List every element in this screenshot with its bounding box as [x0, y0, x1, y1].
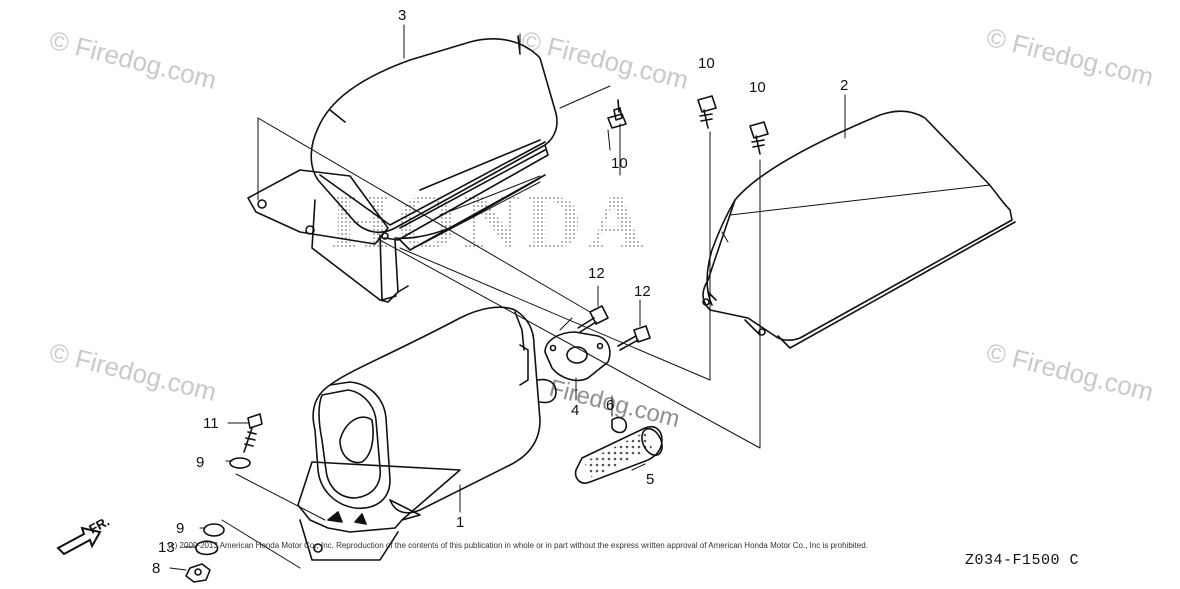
reference-lines [169, 24, 846, 571]
callout-10: 10 [698, 55, 715, 72]
nut-8 [185, 563, 211, 583]
callout-6: 6 [606, 397, 614, 414]
bolt-11 [243, 413, 263, 453]
callout-13: 13 [158, 539, 175, 556]
callout-9: 9 [176, 520, 184, 537]
washer-13 [195, 540, 219, 556]
watermark-text: © Firedog.com [984, 22, 1157, 92]
callout-2: 2 [840, 77, 848, 94]
callout-11: 11 [203, 415, 219, 432]
bolt-12-right [617, 325, 651, 351]
part-5-spark-arrester [574, 416, 663, 484]
washer-9-lower [203, 523, 225, 537]
callout-1: 1 [456, 514, 464, 531]
watermark-center-text: Firedog.com [547, 375, 683, 433]
callout-10: 10 [749, 79, 766, 96]
callout-3: 3 [398, 7, 406, 24]
bolt-10-middle [697, 95, 717, 129]
bolt-10-right [749, 121, 769, 155]
callout-12: 12 [588, 265, 605, 282]
callout-5: 5 [646, 471, 654, 488]
part-1-muffler [297, 306, 557, 561]
part-2-muffler-protector [702, 110, 1016, 349]
watermark-text: © Firedog.com [984, 337, 1157, 407]
callout-10: 10 [611, 155, 628, 172]
callout-4: 4 [571, 402, 579, 419]
callout-labels: 3 10 10 2 10 12 12 4 6 5 1 11 9 9 13 8 [152, 7, 848, 577]
part-4-gasket [544, 317, 611, 382]
front-direction-arrow: FR. [56, 514, 112, 556]
watermark-text: © Firedog.com [47, 25, 220, 95]
callout-8: 8 [152, 560, 160, 577]
honda-brand-mark: HONDA [330, 178, 650, 265]
washer-9-upper [229, 457, 251, 469]
copyright-notice: (c) 2009-2013 American Honda Motor Co., … [168, 541, 868, 550]
callout-12: 12 [634, 283, 651, 300]
watermark-text: © Firedog.com [47, 337, 220, 407]
diagram-code: Z034-F1500 C [965, 552, 1080, 569]
bolt-10-left [607, 99, 627, 129]
callout-9: 9 [196, 454, 204, 471]
watermark-text: © Firedog.com [519, 25, 692, 95]
bolt-12-left [577, 305, 609, 333]
